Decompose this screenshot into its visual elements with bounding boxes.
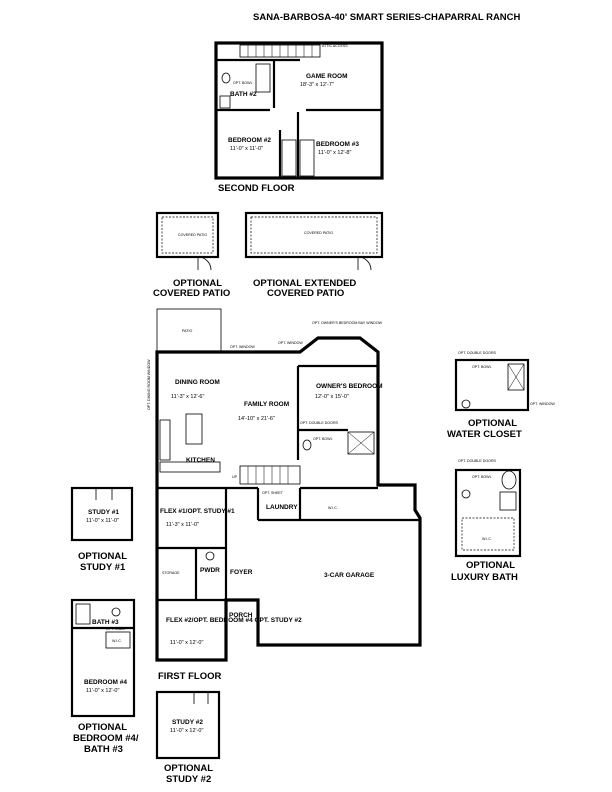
flex1-name: FLEX #1/OPT. STUDY #1 — [160, 508, 235, 515]
optional-extended-covered-patio: COVERED PATIO OPTIONAL EXTENDED COVERED … — [244, 211, 384, 299]
powder-toilet — [205, 551, 215, 561]
study2-caption-2: STUDY #2 — [166, 774, 211, 785]
extended-patio-caption-1: OPTIONAL EXTENDED — [253, 278, 356, 289]
patio-label: PATIO — [182, 329, 192, 333]
lux-opt-double-doors: OPT. DOUBLE DOORS — [458, 459, 497, 463]
study2-caption-1: OPTIONAL — [164, 763, 213, 774]
kitchen-counter-bottom — [159, 461, 221, 473]
lux-wic: W.I.C. — [482, 537, 492, 541]
optional-bedroom-4: BATH #3 OPT. CABS W.I.C. BEDROOM #4 11'-… — [70, 598, 139, 755]
stair-1f — [239, 465, 301, 485]
study1-name: STUDY #1 — [88, 509, 119, 516]
optional-study-1: STUDY #1 11'-0" x 11'-0" OPTIONAL STUDY … — [70, 486, 134, 573]
bedroom4-dims: 11'-0" x 12'-0" — [86, 688, 119, 694]
bedroom4-wic: W.I.C. — [112, 639, 122, 643]
water-closet-caption-2: WATER CLOSET — [447, 429, 522, 440]
owners-opt-double-doors: OPT. DOUBLE DOORS — [300, 421, 339, 425]
luxury-bath-caption-2: LUXURY BATH — [451, 572, 518, 583]
kitchen-counter-left — [159, 419, 171, 461]
porch-label: PORCH — [229, 612, 253, 619]
dining-room-dims: 11'-3" x 12'-6" — [171, 394, 204, 400]
stair-treads-2f — [247, 45, 313, 57]
optional-luxury-bath: OPT. DOUBLE DOORS OPT. BOWL W.I.C. OPTIO… — [451, 459, 522, 583]
study1-dims: 11'-0" x 11'-0" — [86, 518, 119, 524]
covered-patio-label: COVERED PATIO — [178, 233, 207, 237]
bedroom4-caption-2: BEDROOM #4/ — [73, 733, 139, 744]
bath3-opt-cabs: OPT. CABS — [106, 627, 125, 631]
kitchen-label: KITCHEN — [186, 457, 215, 464]
bedroom2-dims: 11'-0" x 11'-0" — [230, 146, 263, 152]
bedroom4-caption-3: BATH #3 — [84, 744, 123, 755]
game-room-dims: 18'-3" x 12'-7" — [300, 82, 334, 88]
family-room-name: FAMILY ROOM — [244, 401, 289, 408]
bedroom3-dims: 11'-0" x 12'-8" — [318, 150, 351, 156]
lux-opt-bowl: OPT. BOWL — [472, 475, 492, 479]
family-room-dims: 14'-10" x 21'-6" — [238, 416, 275, 422]
vanity-2f — [219, 95, 231, 109]
first-floor-exterior — [155, 336, 422, 662]
opt-bay-window-label: OPT. OWNER'S BEDROOM BAY WINDOW — [312, 321, 383, 325]
flex1-dims: 11'-3" x 11'-0" — [166, 522, 199, 528]
opt-dining-window-label: OPT. DINING ROOM WINDOW — [147, 359, 151, 410]
optional-study-2: STUDY #2 11'-0" x 12'-0" OPTIONAL STUDY … — [155, 690, 221, 785]
covered-patio-caption-1: OPTIONAL — [173, 278, 222, 289]
attic-access-label: ATTIC ACCESS — [322, 44, 348, 48]
wc-opt-window: OPT. WINDOW — [530, 402, 555, 406]
bedroom4-caption-1: OPTIONAL — [78, 722, 127, 733]
flex2-dims: 11'-0" x 12'-0" — [170, 640, 203, 646]
second-floor-caption: SECOND FLOOR — [218, 183, 295, 194]
opt-window-2: OPT. WINDOW — [278, 341, 303, 345]
stair-up-label: UP — [232, 475, 238, 479]
bath3-name: BATH #3 — [92, 619, 119, 626]
bath2-opt-bowl: OPT. BOWL — [233, 81, 253, 85]
stair-treads-1f — [247, 466, 289, 484]
study2-dims: 11'-0" x 12'-0" — [170, 728, 203, 734]
powder-label: PWDR — [200, 567, 220, 574]
wc-opt-double-doors: OPT. DOUBLE DOORS — [458, 351, 497, 355]
optional-water-closet: OPT. DOUBLE DOORS OPT. BOWL OPT. WINDOW … — [447, 351, 555, 440]
toilet-2f — [221, 72, 231, 84]
plan-title: SANA-BARBOSA-40' SMART SERIES-CHAPARRAL … — [253, 12, 521, 23]
dining-room-name: DINING ROOM — [175, 379, 220, 386]
bath2-name: BATH #2 — [230, 91, 257, 98]
optional-covered-patio: COVERED PATIO OPTIONAL COVERED PATIO — [153, 211, 230, 299]
covered-patio-caption-2: COVERED PATIO — [153, 288, 230, 299]
storage-label: STORAGE — [162, 571, 180, 575]
study2-name: STUDY #2 — [172, 719, 203, 726]
game-room-name: GAME ROOM — [306, 73, 348, 80]
closet-2f-b — [299, 139, 315, 177]
owners-bedroom-dims: 12'-0" x 15'-0" — [315, 394, 349, 400]
bedroom3-name: BEDROOM #3 — [316, 141, 359, 148]
bathtub-2f — [255, 63, 271, 93]
bedroom2-name: BEDROOM #2 — [228, 137, 271, 144]
flex2-name: FLEX #2/OPT. BEDROOM #4 OPT. STUDY #2 — [166, 617, 302, 624]
first-floor-caption: FIRST FLOOR — [158, 671, 221, 682]
owners-shower — [347, 431, 375, 455]
second-floor-plan: ATTIC ACCESS OPT. BOWL BATH #2 GAME ROOM… — [214, 41, 384, 194]
laundry-label: LAUNDRY — [266, 504, 298, 511]
luxury-bath-caption-1: OPTIONAL — [466, 560, 515, 571]
garage-name: 3-CAR GARAGE — [324, 572, 375, 579]
first-floor-plan: PATIO OPT. WINDOW OPT. WINDOW OPT. OWNER… — [147, 308, 422, 682]
owners-bedroom-name: OWNER'S BEDROOM — [316, 383, 383, 390]
study1-caption-1: OPTIONAL — [78, 551, 127, 562]
water-closet-caption-1: OPTIONAL — [468, 418, 517, 429]
foyer-label: FOYER — [230, 569, 253, 576]
kitchen-island — [185, 413, 203, 445]
wc-opt-bowl: OPT. BOWL — [472, 365, 492, 369]
extended-patio-label: COVERED PATIO — [304, 231, 333, 235]
closet-2f-a — [281, 139, 297, 177]
opt-window-1: OPT. WINDOW — [230, 345, 255, 349]
owners-opt-bowl: OPT. BOWL — [313, 437, 333, 441]
owners-toilet — [302, 439, 312, 451]
extended-patio-caption-2: COVERED PATIO — [267, 288, 344, 299]
owners-wic-label: W.I.C. — [328, 506, 338, 510]
study1-caption-2: STUDY #1 — [80, 562, 126, 573]
opt-sheet-label: OPT. SHEET — [262, 491, 284, 495]
bedroom4-name: BEDROOM #4 — [84, 679, 127, 686]
